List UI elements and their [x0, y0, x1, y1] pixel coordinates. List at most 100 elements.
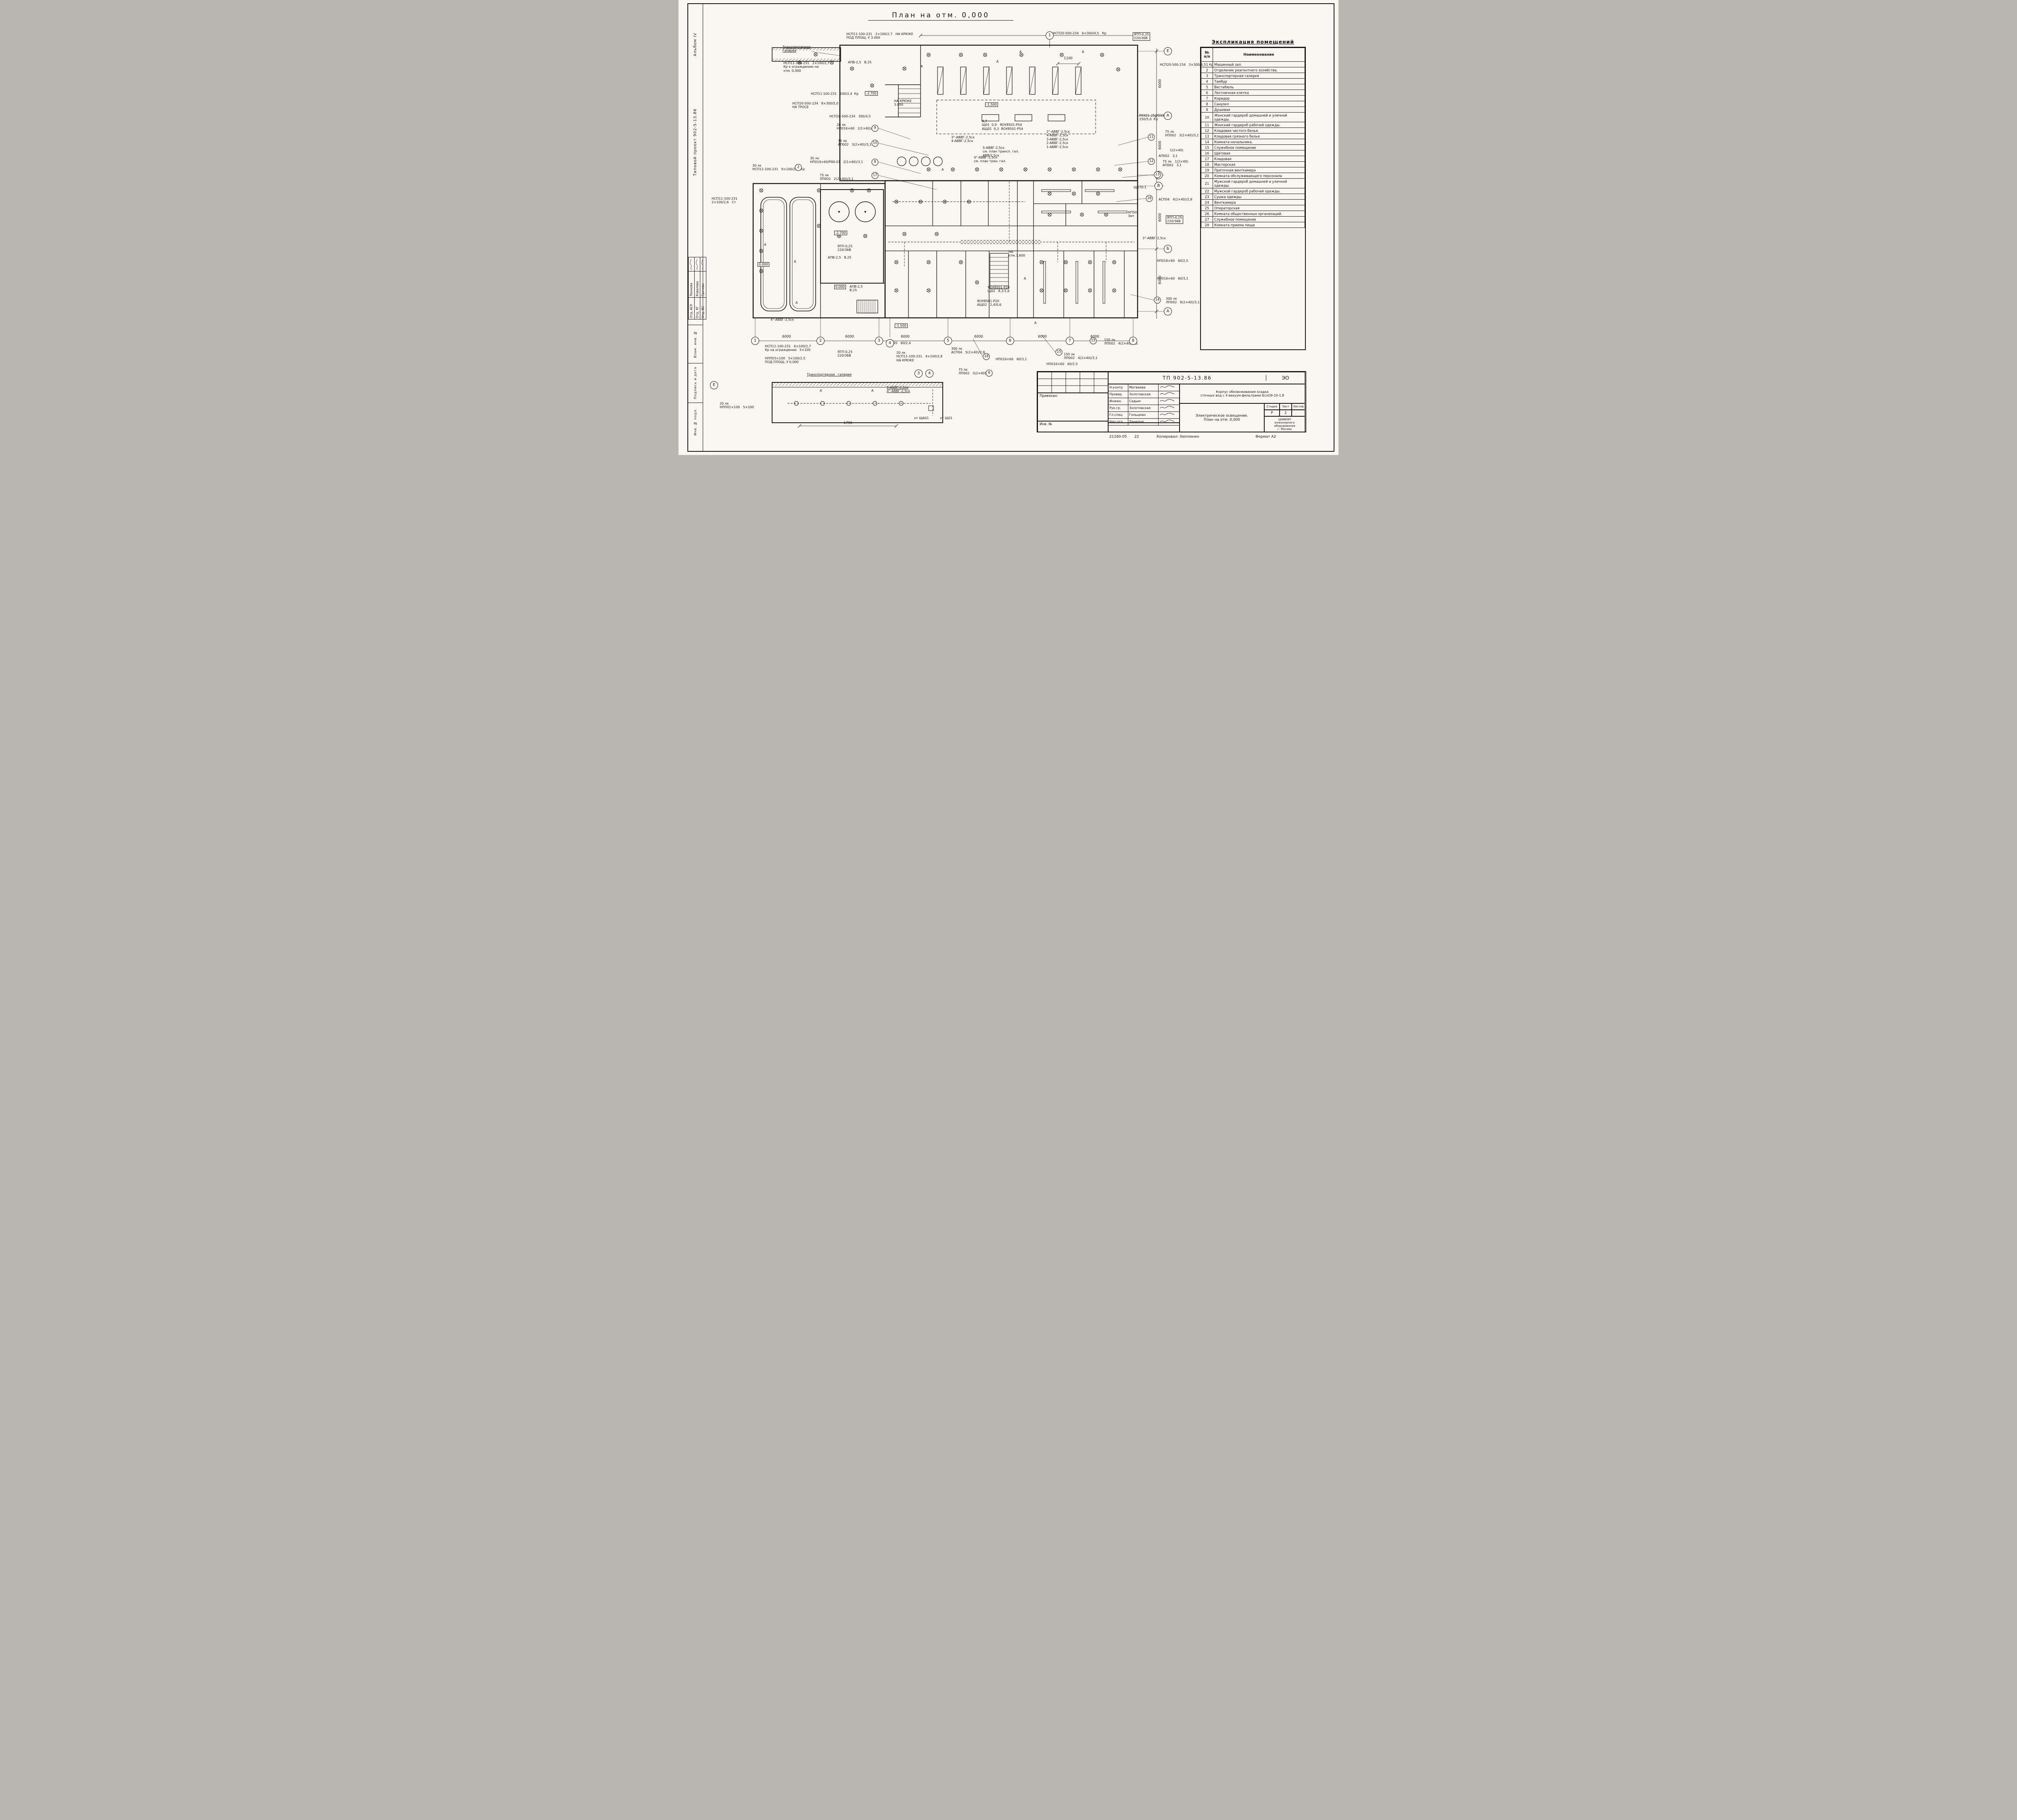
drawing-sheet: Альбом IV Типовой проект 902-5-13.86 Отд…	[679, 0, 1338, 455]
plan-annotation: НСП11-100-231 100/2,4 Кр	[811, 92, 859, 96]
axis-bubble: 6	[1006, 337, 1014, 345]
plan-annotation: 20 лк НСП11-100-231 4×100/2,8 НА КРЮКЕ	[896, 351, 943, 362]
axis-bubble: А	[1164, 307, 1172, 315]
plan-annotation: НПП03×100 5×100/2,5 ПОД ПЛОЩ. У 0.000	[765, 357, 806, 364]
plan-annotation: НСП11-100-231 2×100/2,6 Ст	[712, 197, 738, 205]
plan-annotation: ЯТП-0,25 220/36В	[1133, 32, 1150, 41]
axis-bubble: 7	[1066, 337, 1074, 345]
plan-annotation: АПВ-2,5 В.25	[848, 61, 872, 64]
plan-annotation: 150 лк ЛП002 4(2×40)/3,1	[1064, 353, 1098, 360]
signature	[1160, 406, 1175, 409]
plan-annotation: 0.000	[758, 262, 769, 267]
plan-annotation: -2.700	[834, 231, 847, 236]
plan-annotation: А	[796, 301, 798, 305]
plan-annotation: А	[1024, 277, 1026, 280]
plan-annotation: А	[794, 260, 796, 263]
sheets-label: Листов	[1292, 403, 1305, 410]
dimension-label: 6000	[901, 335, 910, 339]
doc-code: ТП 902-5-13.86	[1163, 375, 1212, 381]
plan-annotation: Транспортерная галерея	[783, 45, 811, 53]
plan-annotation: НСП11-100-231 6×100/2,7 Кр на ограждении…	[765, 344, 811, 352]
callout-bubble: 12	[1148, 158, 1155, 165]
plan-annotation: -2.700	[865, 91, 878, 96]
plan-annotation: НСП20-500-234 6×300/4,5 Кр	[1053, 31, 1107, 35]
plan-annotation: от Щ01	[940, 416, 953, 420]
drawing-title: План на отм. 0,000	[868, 11, 1013, 21]
callout-bubble: 8	[871, 159, 879, 166]
plan-annotation: -1.500	[985, 102, 998, 107]
dimension-label: 6000	[974, 335, 983, 339]
plan-annotation: 2°-АВВГ-2,5ск 4-АВВГ-2,5ск 3-АВВГ-2,5ск …	[1046, 130, 1070, 149]
plan-annotation: НСП20-500-234 300/4,5	[829, 115, 871, 118]
plan-annotation: 20 лк НПП01×100 5×100	[720, 402, 754, 409]
plan-annotation: 5-АВВГ-2,5ск 4°-АВВГ-2,5ск	[887, 386, 910, 393]
dimension-label: 6000	[1090, 335, 1099, 339]
signature	[695, 259, 698, 270]
plan-annotation: А	[996, 60, 999, 63]
callout-bubble: 6	[986, 369, 993, 377]
axis-bubble: 4	[886, 339, 894, 347]
footer-number: 21160-05	[1109, 435, 1127, 439]
plan-annotation: НП016×60 60/3,1	[1157, 277, 1188, 280]
plan-annotation: ЯТП-0,25 220/36В	[1166, 215, 1184, 224]
signature	[1160, 413, 1175, 415]
dimension-label: 6000	[845, 335, 854, 339]
axis-bubble: 4	[925, 369, 933, 378]
plan-annotation: НСП20-500-234 8×300/5,0 НА ТРОСЕ	[792, 102, 839, 109]
empty-cell	[1108, 423, 1180, 432]
dimension-label: 1790	[844, 421, 852, 425]
signature	[1160, 399, 1175, 402]
callout-bubble: 15	[1090, 337, 1097, 344]
plan-annotation: от ЩА01	[914, 416, 929, 420]
sheet-label: Лист	[1280, 403, 1292, 410]
organization: ЦНИИЭП инженерного оборудования г. Москв…	[1264, 416, 1305, 432]
axis-bubble: 8	[1129, 337, 1137, 345]
signature	[690, 259, 692, 270]
plan-annotation: 5-АВВГ-2,5ск см. план трансп. гал. АВВ/2…	[983, 146, 1019, 157]
signature	[1160, 385, 1175, 388]
footer-number-2: 22	[1134, 435, 1139, 439]
stamp-section-label: Взам. инв. №	[693, 330, 697, 358]
explication-title: Экспликация помещений	[1211, 39, 1295, 45]
footer-format: Формат А2	[1255, 435, 1276, 439]
sheet-value: 2	[1280, 410, 1292, 416]
plan-annotation: НСП11-100-231 2×100/2,7 НА КРЮКЕ ПОД ПЛО…	[846, 32, 913, 40]
plan-annotation: 75 лк АП002 3(2×40)/3,1	[838, 139, 872, 147]
plan-annotation: АПВ-2,5 В.25	[850, 285, 863, 292]
plan-annotation: ЯОУ8501-Р20 АЩ02 2,4/0,6	[977, 299, 1002, 307]
stage-label: Стадия	[1264, 403, 1280, 410]
dimension-label: 6000	[1038, 335, 1047, 339]
plan-annotation: -1.500	[895, 324, 908, 328]
plan-annotation: 75 лк ЛП002 2(2×40)/3,1	[820, 173, 854, 181]
callout-bubble: 2	[795, 164, 802, 171]
plan-annotation: НА отм.3,600	[1008, 250, 1025, 258]
stage-value: Р	[1264, 410, 1280, 416]
callout-bubble: 13	[1154, 171, 1161, 178]
dimension-label: 6000	[1158, 141, 1162, 150]
dimension-label: 6000	[1158, 213, 1162, 222]
title-block-person-row: Рук.гр.Золотовская	[1109, 405, 1179, 412]
axis-bubble: Е	[710, 381, 718, 389]
sheet-name: Электрическое освещение. План на отм. 0,…	[1180, 403, 1264, 432]
callout-bubble: 17	[871, 172, 879, 179]
plan-annotation: А	[942, 168, 944, 171]
callout-bubble: 15	[1055, 349, 1063, 356]
signature	[702, 259, 704, 270]
callout-bubble: 10	[871, 140, 879, 147]
plan-annotation: ЯТП-0,25 220/36В	[837, 350, 853, 358]
